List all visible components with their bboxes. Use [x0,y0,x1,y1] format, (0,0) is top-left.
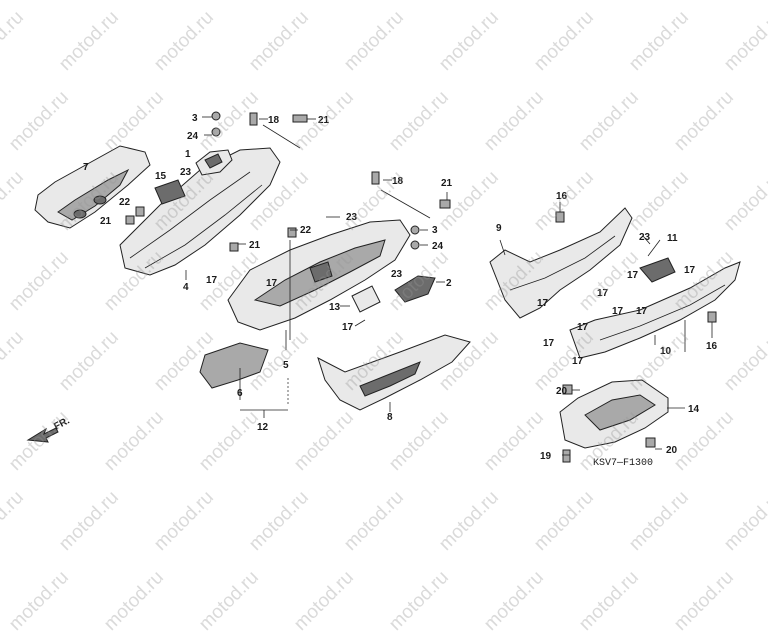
part-13-bracket [351,285,381,313]
callout-7: 7 [83,162,89,173]
fastener-16b [707,311,717,323]
callout-23d: 23 [639,232,651,243]
fastener-16 [555,211,565,223]
callout-14: 14 [688,404,700,415]
callout-20: 20 [556,386,568,397]
callout-21d: 21 [100,216,112,227]
callout-21b: 21 [441,178,453,189]
callout-23: 23 [180,167,192,178]
drawing-code: KSV7—F1300 [593,458,653,469]
fastener-21d [125,215,135,225]
part-10-lower-cover [569,261,741,359]
fastener-24b [410,240,420,250]
part-11-clip [639,257,676,283]
fastener-22b [135,206,145,217]
watermark-text: motod.ru [195,566,263,635]
part-15-clip [154,179,186,205]
watermark-text: motod.ru [480,566,548,635]
watermark-text: motod.ru [670,566,738,635]
callout-17g: 17 [537,298,549,309]
fastener-21b [439,199,451,209]
watermark-text: motod.ru [100,566,168,635]
callout-24: 24 [187,131,199,142]
callout-4: 4 [183,282,189,293]
fastener-20b [645,437,656,448]
callout-17l: 17 [572,356,584,367]
callout-17d: 17 [627,270,639,281]
part-14-under-cover [559,379,669,449]
callout-15: 15 [155,171,167,182]
callout-3: 3 [192,113,198,124]
watermark-text: motod.ru [5,566,73,635]
callout-16: 16 [556,191,568,202]
callout-18b: 18 [392,176,404,187]
callout-labels: 1 2 3 3 4 5 6 7 8 9 10 11 12 13 14 15 16… [83,113,718,462]
callout-8: 8 [387,412,393,423]
callout-1: 1 [185,149,191,160]
callout-3b: 3 [432,225,438,236]
fastener-20 [562,384,573,395]
leader-lines [185,116,713,456]
callout-19: 19 [540,451,552,462]
callout-17e: 17 [684,265,696,276]
watermark-text: motod.ru [385,566,453,635]
callout-2: 2 [446,278,452,289]
callout-17h: 17 [577,322,589,333]
part-9-right-cover [489,207,633,319]
fasteners [125,111,717,463]
parts-diagram: motod.ru motod.ru motod.ru motod.ru motod.ru… [0,7,768,635]
part-6-pad [199,342,269,389]
callout-23b: 23 [346,212,358,223]
front-direction-arrow: FR. [26,415,72,443]
fastener-24 [211,127,221,137]
part-5-floor-panel [227,219,411,331]
direction-label: FR. [52,415,72,432]
fastener-18 [249,112,258,126]
fastener-19 [562,449,571,463]
callout-24b: 24 [432,241,444,252]
fastener-21 [292,114,308,123]
callout-22b: 22 [119,197,131,208]
fastener-3 [211,111,221,121]
callout-16b: 16 [706,341,718,352]
fastener-21c [229,242,239,252]
callout-17i: 17 [543,338,555,349]
callout-13: 13 [329,302,341,313]
part-2-plate [394,275,436,303]
fastener-22 [287,227,297,238]
callout-17k: 17 [636,306,648,317]
callout-12: 12 [257,422,269,433]
part-8-floor-mat [317,334,471,411]
callout-10: 10 [660,346,672,357]
callout-9: 9 [496,223,502,234]
callout-22: 22 [300,225,312,236]
callout-17b: 17 [266,278,278,289]
watermark-text: motod.ru [290,566,358,635]
part-1-lid [195,149,233,176]
callout-17f: 17 [597,288,609,299]
fastener-3b [410,225,420,235]
callout-20b: 20 [666,445,678,456]
watermark-text: motod.ru [575,566,643,635]
callout-5: 5 [283,360,289,371]
callout-21: 21 [318,115,330,126]
callout-21c: 21 [249,240,261,251]
callout-23c: 23 [391,269,403,280]
part-7-inner-cover [34,145,151,229]
fastener-18b [371,171,380,185]
callout-6: 6 [237,388,243,399]
callout-17j: 17 [612,306,624,317]
callout-18: 18 [268,115,280,126]
exploded-view-drawing: FR. 1 2 3 3 4 5 6 7 8 9 10 11 12 13 14 1… [26,111,741,469]
callout-17c: 17 [342,322,354,333]
callout-17a: 17 [206,275,218,286]
callout-11: 11 [667,233,678,244]
